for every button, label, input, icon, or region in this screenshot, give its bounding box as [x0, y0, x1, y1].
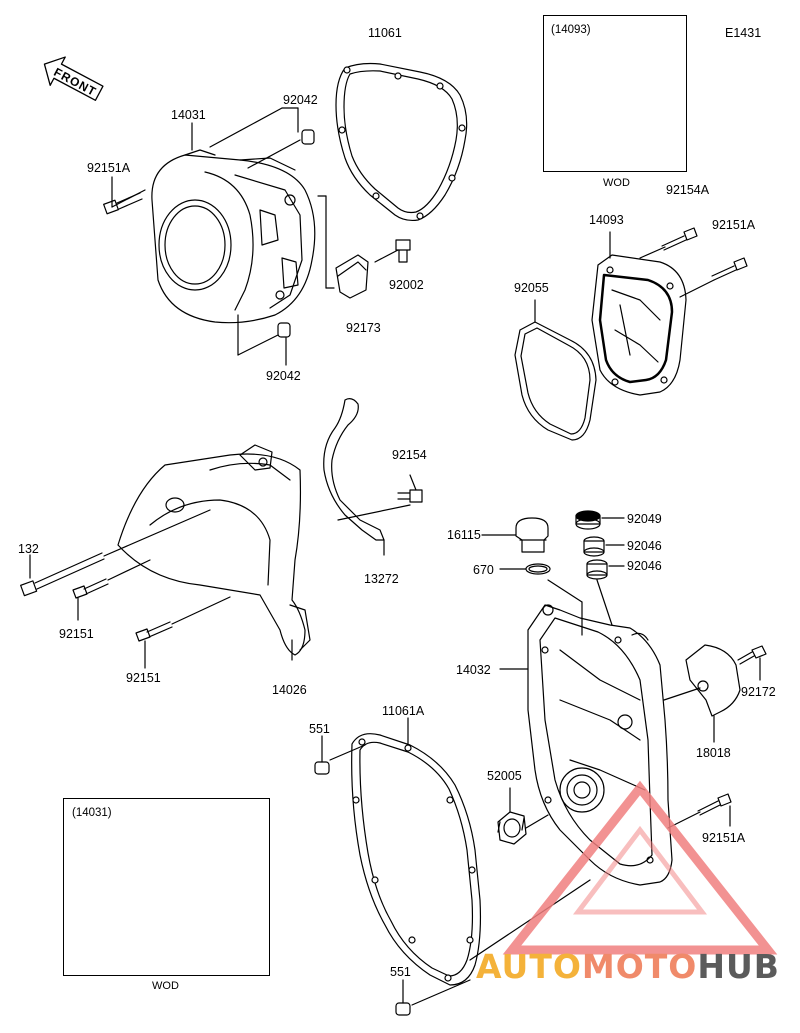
gasket-11061a — [351, 733, 482, 986]
part-label-92042-top: 92042 — [283, 93, 318, 107]
part-label-92172: 92172 — [741, 685, 776, 699]
watermark-logo: AUTOMOTOHUB — [476, 950, 780, 983]
part-label-92042-bottom: 92042 — [266, 369, 301, 383]
front-arrow-icon — [43, 56, 104, 101]
part-label-92002: 92002 — [389, 278, 424, 292]
oil-cap-16115 — [515, 517, 549, 553]
part-label-14031: 14031 — [171, 108, 206, 122]
part-label-92046-b: 92046 — [627, 559, 662, 573]
part-label-18018: 18018 — [696, 746, 731, 760]
gasket-13272 — [323, 398, 385, 541]
part-label-132: 132 — [18, 542, 39, 556]
inset-ref-14093: (14093) — [551, 24, 591, 36]
bolt-132 — [20, 552, 105, 597]
cover-18018 — [685, 644, 741, 717]
bracket-92173 — [335, 254, 369, 299]
part-label-92151a-bottom: 92151A — [702, 831, 746, 845]
bearing-92046-b — [586, 559, 608, 580]
part-label-92055: 92055 — [514, 281, 549, 295]
logo-hub: HUB — [697, 947, 780, 986]
part-label-551-top: 551 — [309, 722, 330, 736]
figure-code: E1431 — [725, 26, 762, 40]
part-label-14026: 14026 — [272, 683, 307, 697]
inset-box-14093 — [543, 15, 687, 172]
part-label-670: 670 — [473, 563, 494, 577]
part-label-92049: 92049 — [627, 512, 662, 526]
part-label-92173: 92173 — [346, 321, 381, 335]
part-label-92154a: 92154A — [666, 183, 710, 197]
logo-auto: AUTO — [476, 947, 582, 986]
part-label-11061: 11061 — [368, 26, 402, 40]
seal-92049 — [575, 510, 601, 530]
inset-ref-14031: (14031) — [72, 807, 112, 819]
inset-box-14031 — [63, 798, 270, 976]
cover-14093 — [591, 254, 687, 396]
part-label-13272: 13272 — [364, 572, 399, 586]
nut-52005 — [497, 811, 527, 845]
part-label-14093: 14093 — [589, 213, 624, 227]
cover-14031 — [151, 149, 316, 324]
part-label-16115: 16115 — [447, 528, 481, 542]
logo-moto: MOTO — [581, 947, 698, 986]
part-label-92151-a: 92151 — [59, 627, 94, 641]
bolt-92151a-top — [103, 192, 143, 215]
part-label-92154: 92154 — [392, 448, 427, 462]
part-label-52005: 52005 — [487, 769, 522, 783]
gasket-92055 — [514, 321, 597, 441]
wod-label-bottom: WOD — [152, 980, 179, 992]
cover-14026 — [117, 444, 311, 656]
part-label-92151a-top: 92151A — [87, 161, 131, 175]
part-label-551-bottom: 551 — [390, 965, 411, 979]
part-label-92151-b: 92151 — [126, 671, 161, 685]
part-label-92151a-right: 92151A — [712, 218, 756, 232]
part-label-92046-a: 92046 — [627, 539, 662, 553]
gasket-11061 — [335, 62, 468, 222]
part-label-14032: 14032 — [456, 663, 491, 677]
part-label-11061a: 11061A — [382, 704, 425, 718]
bearing-92046-a — [583, 536, 605, 557]
wod-label-top: WOD — [603, 177, 630, 189]
watermark-triangle-icon — [502, 780, 778, 955]
